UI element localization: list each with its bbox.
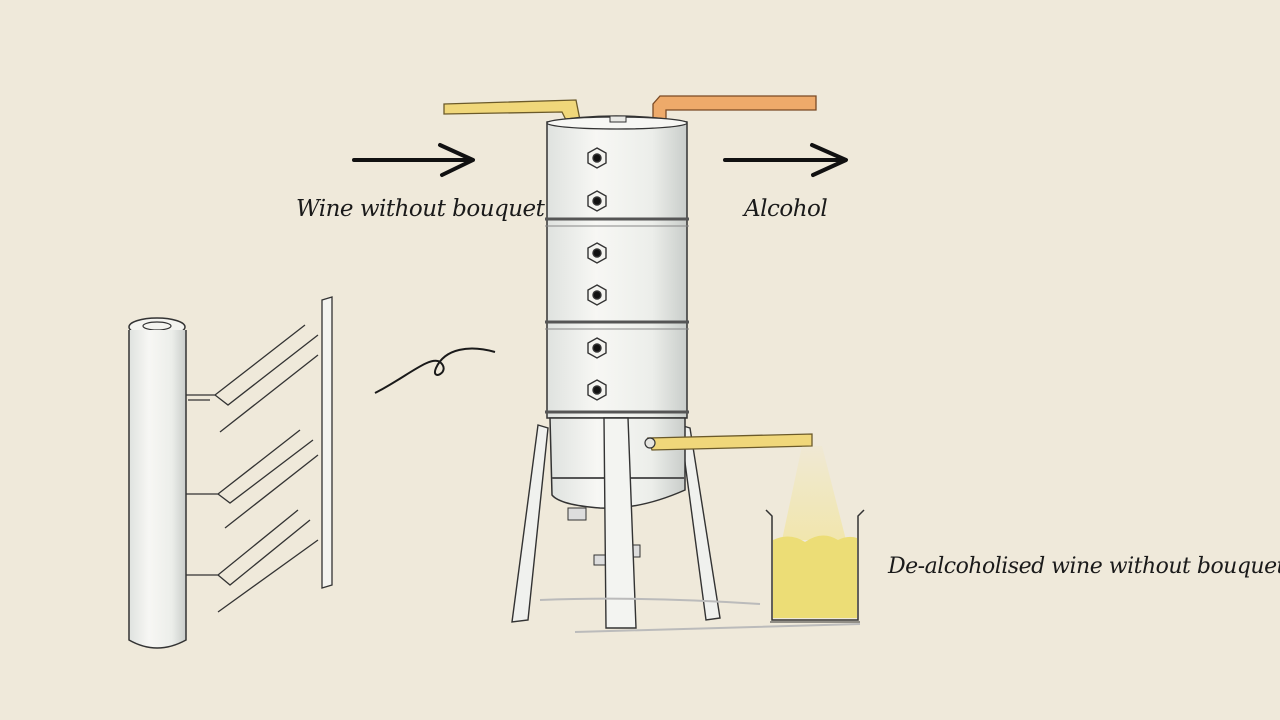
arrow-right-icon [723,143,848,177]
liquid-spray [782,446,846,540]
wine-without-bouquet-label: Wine without bouquet [296,196,545,222]
alcohol-outlet-pipe [652,95,817,121]
column-legs [511,424,721,623]
wine-inlet-pipe [443,99,581,121]
alcohol-label: Alcohol [744,196,828,222]
collection-beaker [765,509,865,623]
spinning-cone-column [128,296,333,649]
ground-shadow [539,597,861,633]
hexagon-nozzle-icon [587,147,607,401]
arrow-right-icon [352,143,475,177]
column-front-leg [603,417,637,629]
dealcoholised-wine-label: De-alcoholised wine without bouquet [888,554,1280,579]
squiggle-line [374,347,496,394]
